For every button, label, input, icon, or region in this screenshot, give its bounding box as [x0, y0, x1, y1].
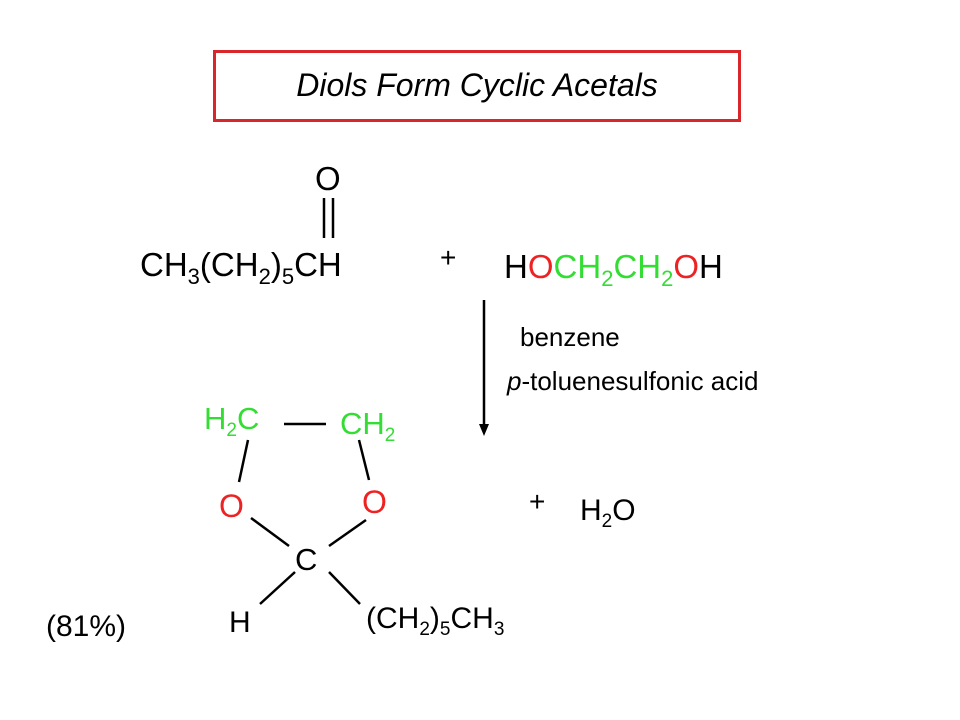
- ring-oxygen-right: O: [362, 484, 387, 520]
- bond-c-h: [259, 571, 296, 605]
- ring-bond-right-c-o: [357, 439, 371, 481]
- plus-sign-2: +: [529, 486, 546, 517]
- ring-bond-right-o-c: [328, 518, 367, 548]
- catalyst-label: p-toluenesulfonic acid: [507, 366, 759, 396]
- acetal-hydrogen: H: [229, 606, 251, 639]
- aldehyde-formula: CH3(CH2)5CH: [140, 246, 342, 289]
- carbonyl-oxygen: O: [315, 160, 341, 197]
- diol-formula: HOCH2CH2OH: [504, 248, 723, 291]
- page-title: Diols Form Cyclic Acetals: [296, 67, 658, 103]
- ring-bond-left-c-o: [237, 439, 250, 483]
- reaction-arrow-head: [479, 424, 489, 436]
- product-alkyl-chain: (CH2)5CH3: [366, 602, 505, 640]
- water-formula: H2O: [580, 494, 636, 532]
- yield-label: (81%): [46, 610, 127, 643]
- title-box: Diols Form Cyclic Acetals: [213, 50, 741, 122]
- bond-c-chain: [328, 571, 361, 605]
- acetal-carbon: C: [295, 542, 318, 577]
- ring-ch2: CH2: [340, 406, 396, 446]
- ring-h2c: H2C: [204, 401, 260, 441]
- ring-bond-left-o-c: [250, 516, 290, 548]
- solvent-label: benzene: [520, 322, 620, 352]
- plus-sign-1: +: [440, 242, 457, 273]
- ring-oxygen-left: O: [219, 488, 244, 524]
